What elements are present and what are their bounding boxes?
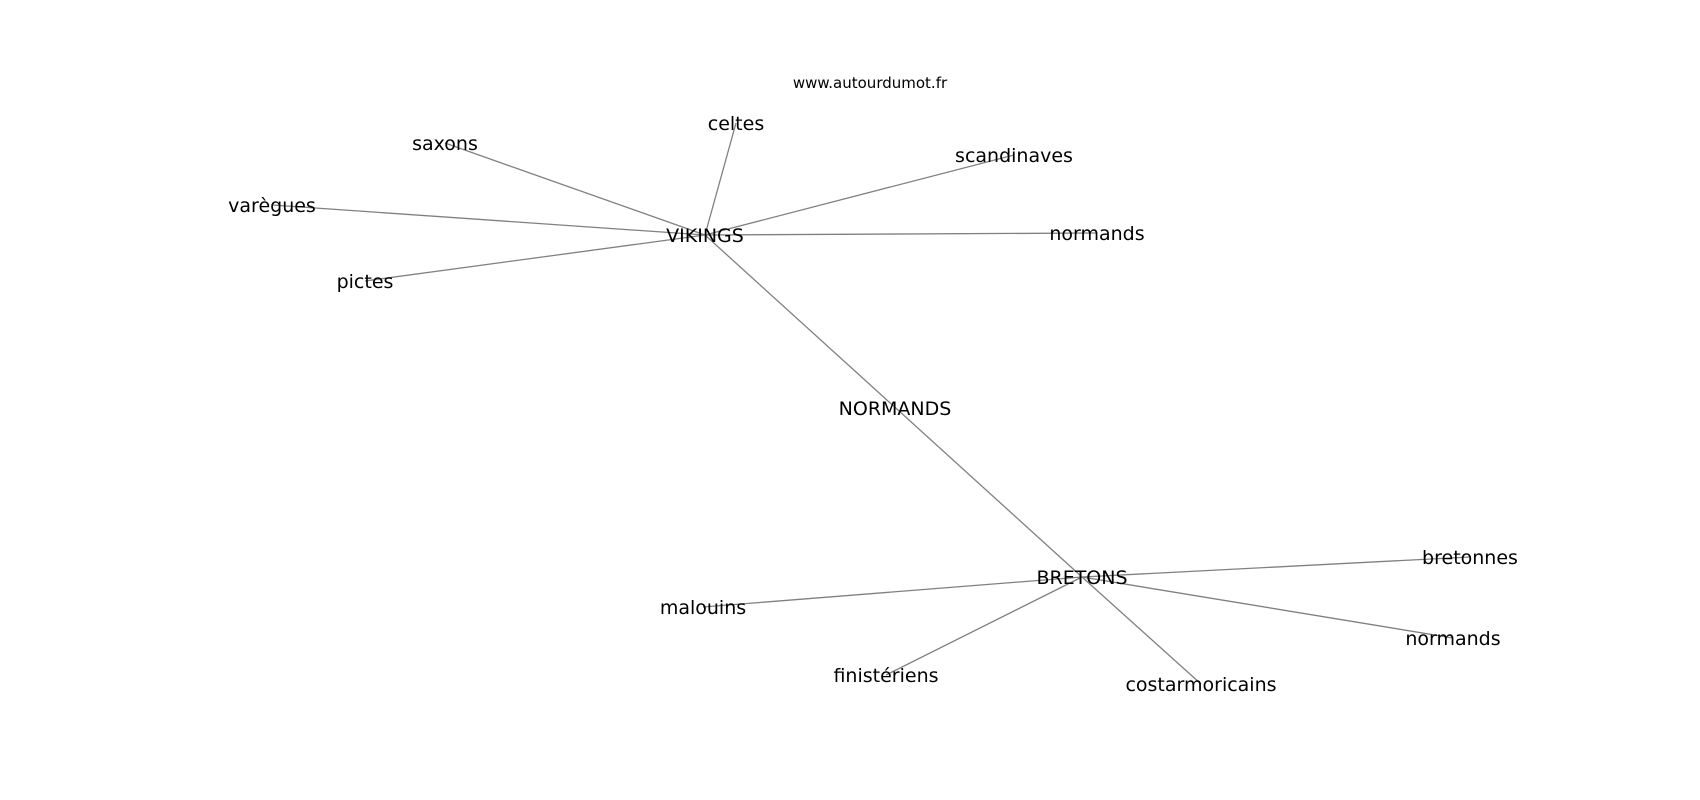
node-bretons: BRETONS xyxy=(1036,567,1127,589)
node-vikings: VIKINGS xyxy=(666,225,744,247)
node-costarmoricains: costarmoricains xyxy=(1125,674,1276,696)
node-varegues: varègues xyxy=(228,195,316,217)
node-bretonnes: bretonnes xyxy=(1422,547,1518,569)
node-normands_center: NORMANDS xyxy=(839,398,952,420)
edge-bretons-finisteriens xyxy=(885,576,1083,676)
node-normands_b: normands xyxy=(1405,628,1500,650)
node-saxons: saxons xyxy=(412,133,478,155)
edge-bretons-bretonnes xyxy=(1081,556,1471,578)
edge-vikings-normands_v xyxy=(704,232,1098,236)
edge-bretons-costarmoricains xyxy=(1081,576,1202,685)
edge-vikings-saxons xyxy=(444,142,706,236)
node-scandinaves: scandinaves xyxy=(955,145,1073,167)
site-url: www.autourdumot.fr xyxy=(793,74,948,92)
edge-vikings-bretons xyxy=(704,234,1083,578)
node-finisteriens: finistériens xyxy=(833,665,938,687)
edge-bretons-normands_b xyxy=(1081,576,1454,639)
node-normands_v: normands xyxy=(1049,223,1144,245)
labels: www.autourdumot.fr NORMANDS VIKINGS BRETON… xyxy=(228,74,1518,696)
edge-vikings-celtes xyxy=(704,122,737,236)
node-celtes: celtes xyxy=(708,113,764,135)
edge-vikings-pictes xyxy=(364,234,706,282)
edges xyxy=(271,122,1471,685)
node-pictes: pictes xyxy=(337,271,394,293)
edge-vikings-varegues xyxy=(271,204,706,236)
edge-vikings-scandinaves xyxy=(704,154,1015,236)
edge-bretons-malouins xyxy=(702,576,1083,608)
node-malouins: malouins xyxy=(660,597,746,619)
